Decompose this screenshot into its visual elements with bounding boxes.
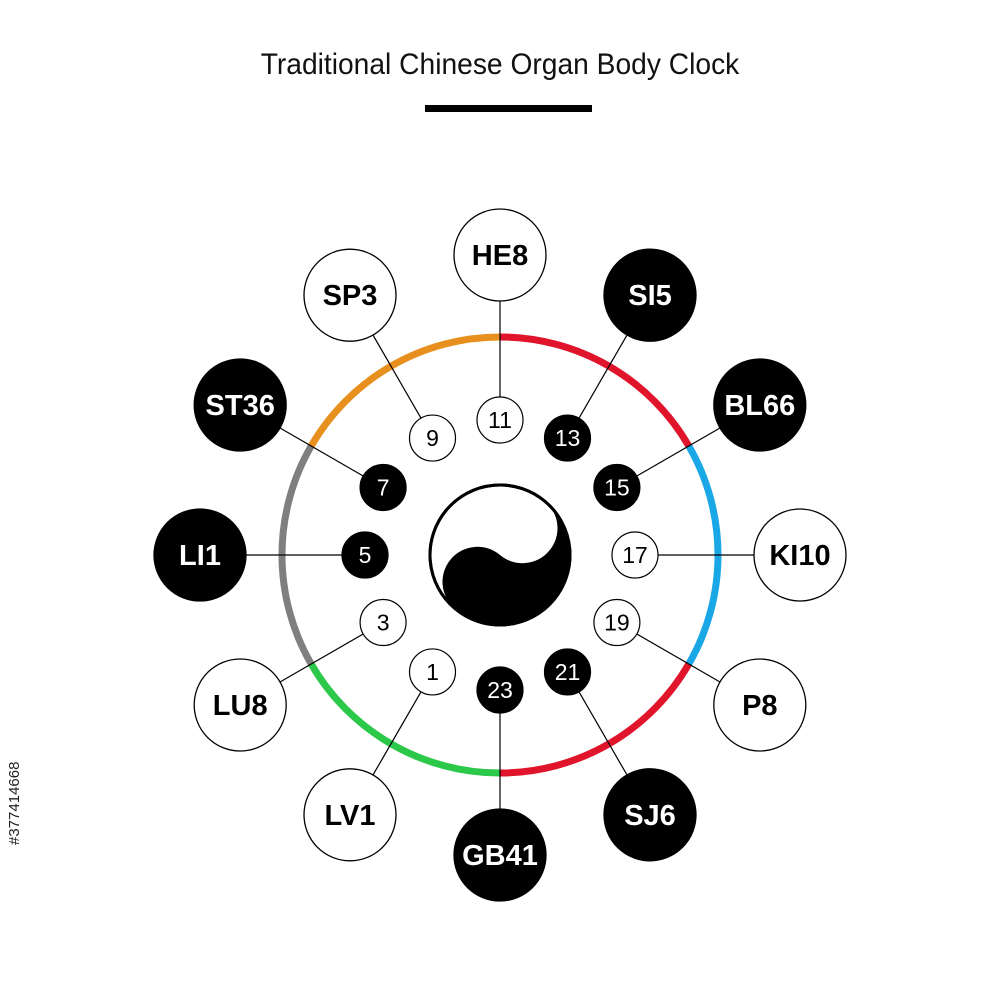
acupoint-circle [713,658,807,752]
acupoint-circle [153,508,247,602]
acupoint-circle [753,508,847,602]
acupoint-label: SJ6 [624,800,676,832]
hour-label: 17 [622,542,648,568]
hour-label: 21 [555,659,581,685]
acupoint-circle [453,208,547,302]
acupoint-p8: P8 [713,658,807,752]
connector-p8 [636,633,721,683]
hour-label: 1 [426,659,439,685]
hour-label: 13 [555,425,581,451]
hour-label: 15 [604,475,630,501]
acupoint-label: P8 [742,690,777,722]
acupoint-lv1: LV1 [303,768,397,862]
acupoint-label: KI10 [769,540,830,572]
hour-label: 7 [377,475,390,501]
hour-circle [593,598,641,647]
hour-circle [593,463,641,512]
acupoint-label: ST36 [206,390,275,422]
title-underline [425,105,592,112]
yin-yang-icon [428,483,572,627]
hour-label: 9 [426,425,439,451]
connector-bl66 [636,427,721,477]
acupoint-circle [603,248,697,342]
hour-circle [476,666,524,714]
hour-marker-5: 5 [341,531,389,579]
hour-marker-19: 19 [593,598,641,647]
hour-circle [611,531,659,579]
connector-lu8 [279,633,364,683]
acupoint-circle [303,768,397,862]
acupoint-label: HE8 [472,240,528,272]
hour-label: 23 [487,677,513,703]
hour-circle [408,414,457,462]
acupoint-label: LU8 [213,690,268,722]
connector-sj6 [578,691,628,776]
hour-circle [359,463,407,512]
hour-marker-9: 9 [408,414,457,462]
connector-sp3 [372,334,422,419]
acupoint-circle [303,248,397,342]
hour-circle [543,414,592,462]
hour-marker-23: 23 [476,666,524,714]
diagram-title: Traditional Chinese Organ Body Clock [260,48,740,81]
hour-marker-17: 17 [611,531,659,579]
acupoint-label: GB41 [462,840,538,872]
acupoint-label: LV1 [324,800,375,832]
connector-lines [246,301,754,809]
hour-label: 3 [377,610,390,636]
acupoint-sj6: SJ6 [603,768,697,862]
acupoint-label: SP3 [323,280,378,312]
hour-label: 19 [604,610,630,636]
acupoint-label: LI1 [179,540,221,572]
hour-label: 11 [488,407,512,433]
hour-marker-1: 1 [408,648,457,696]
hour-marker-21: 21 [543,648,592,696]
acupoint-circle [453,808,547,902]
acupoint-label: BL66 [724,390,795,422]
acupoint-sp3: SP3 [303,248,397,342]
hour-marker-11: 11 [476,396,524,444]
acupoint-circle [713,358,807,452]
hour-label: 5 [359,542,372,568]
connector-st36 [279,427,364,477]
acupoint-circle [193,358,287,452]
hour-circle [341,531,389,579]
acupoint-circle [603,768,697,862]
hour-circle [476,396,524,444]
acupoint-gb41: GB41 [453,808,547,902]
hour-circle [543,648,592,696]
acupoint-st36: ST36 [193,358,287,452]
connector-lv1 [372,691,422,776]
acupoint-si5: SI5 [603,248,697,342]
hour-circle [408,648,457,696]
acupoint-label: SI5 [628,280,672,312]
acupoint-lu8: LU8 [193,658,287,752]
acupoint-he8: HE8 [453,208,547,302]
hour-marker-15: 15 [593,463,641,512]
acupoint-bl66: BL66 [713,358,807,452]
acupoint-circle [193,658,287,752]
hour-circle [359,598,407,647]
hour-marker-13: 13 [543,414,592,462]
acupoint-li1: LI1 [153,508,247,602]
hour-marker-3: 3 [359,598,407,647]
connector-si5 [578,334,628,419]
acupoint-ki10: KI10 [753,508,847,602]
hour-marker-7: 7 [359,463,407,512]
